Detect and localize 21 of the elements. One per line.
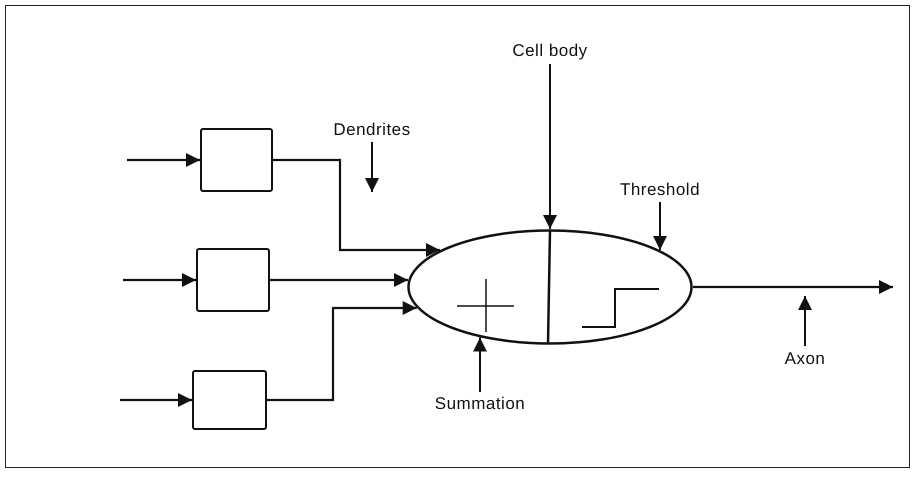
leader-line — [653, 202, 667, 250]
arrow — [270, 273, 408, 287]
leader-line — [543, 64, 557, 229]
callout-label: Dendrites — [333, 120, 411, 140]
arrow — [123, 273, 196, 287]
callout-label: Summation — [434, 394, 526, 414]
input-box — [192, 370, 267, 430]
callout-label: Cell body — [512, 41, 588, 61]
leader-line — [473, 338, 487, 392]
arrow — [273, 158, 440, 257]
arrow — [120, 393, 192, 407]
input-box — [200, 128, 273, 192]
callout-label: Threshold — [620, 180, 700, 200]
input-box — [196, 248, 270, 312]
arrow — [693, 280, 893, 294]
callout-label: Axon — [784, 349, 826, 369]
leader-line — [798, 296, 812, 346]
arrow — [267, 301, 417, 402]
leader-line — [365, 142, 379, 192]
cell-body-drawing — [407, 229, 693, 345]
arrow — [127, 153, 200, 167]
